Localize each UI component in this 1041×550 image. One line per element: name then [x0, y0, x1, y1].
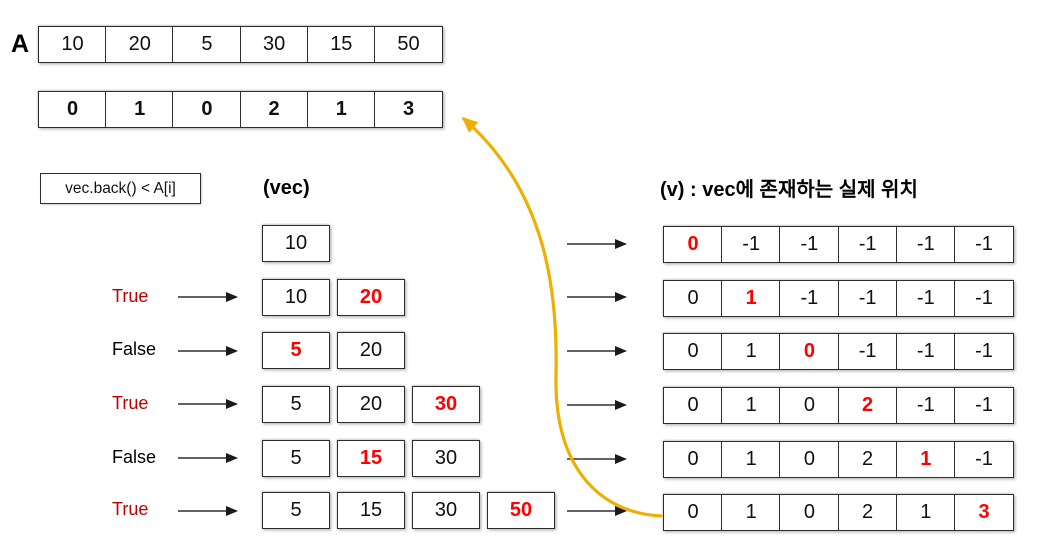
vec-cell: 10 [262, 279, 330, 316]
v-cell: -1 [895, 387, 956, 424]
v-cell: 1 [721, 441, 782, 478]
v-cell: 1 [895, 441, 956, 478]
v-cell: 0 [663, 333, 723, 370]
v-cell: -1 [837, 333, 898, 370]
v-cell: -1 [837, 226, 898, 263]
vec-state-row: 5 20 [262, 332, 405, 369]
vec-cell: 30 [412, 386, 480, 423]
index-cell: 0 [172, 91, 242, 128]
vec-cell: 5 [262, 386, 330, 423]
v-state-row: 0 1 0 2 1 3 [663, 494, 1015, 531]
v-cell: 0 [663, 280, 723, 317]
v-cell: 0 [779, 387, 840, 424]
condition-box: vec.back() < A[i] [40, 173, 201, 204]
condition-label: vec.back() < A[i] [65, 179, 176, 197]
v-cell: 0 [663, 226, 723, 263]
v-cell: 1 [721, 494, 782, 531]
vec-cell: 5 [262, 332, 330, 369]
vec-cell: 5 [262, 440, 330, 477]
v-cell: 2 [837, 494, 898, 531]
array-a-cell: 5 [172, 26, 242, 63]
index-cell: 1 [105, 91, 175, 128]
v-cell: 1 [721, 280, 782, 317]
v-cell: 1 [721, 387, 782, 424]
array-a-cell: 10 [38, 26, 107, 63]
array-a-label: A [11, 30, 30, 58]
array-a: 10 20 5 30 15 50 [38, 26, 444, 63]
v-cell: -1 [779, 280, 840, 317]
v-cell: 3 [954, 494, 1015, 531]
vec-state-row: 10 [262, 225, 330, 262]
v-cell: -1 [895, 226, 956, 263]
v-cell: 1 [895, 494, 956, 531]
vec-cell: 20 [337, 332, 405, 369]
vec-cell: 5 [262, 492, 330, 529]
vec-state-row: 5 15 30 50 [262, 492, 555, 529]
v-cell: -1 [954, 333, 1015, 370]
array-a-cell: 20 [105, 26, 175, 63]
v-cell: 2 [837, 441, 898, 478]
v-state-row: 0 1 0 2 -1 -1 [663, 387, 1015, 424]
v-cell: 0 [779, 333, 840, 370]
v-cell: -1 [837, 280, 898, 317]
curved-result-arrow-icon [461, 117, 663, 518]
condition-result-label: False [112, 447, 157, 467]
index-cell: 2 [239, 91, 309, 128]
v-cell: -1 [721, 226, 782, 263]
v-cell: -1 [954, 280, 1015, 317]
result-index-array: 0 1 0 2 1 3 [38, 91, 444, 128]
vec-state-row: 5 15 30 [262, 440, 480, 477]
v-cell: 0 [663, 387, 723, 424]
array-a-cell: 15 [306, 26, 376, 63]
vec-cell: 20 [337, 386, 405, 423]
v-state-row: 0 -1 -1 -1 -1 -1 [663, 226, 1015, 263]
condition-result-label: True [112, 499, 149, 519]
condition-result-label: False [112, 339, 157, 359]
condition-result-label: True [112, 286, 149, 306]
v-cell: 0 [779, 441, 840, 478]
v-header: (v) : vec에 존재하는 실제 위치 [660, 179, 918, 201]
v-state-row: 0 1 0 2 1 -1 [663, 441, 1015, 478]
vec-cell: 15 [337, 492, 405, 529]
v-cell: -1 [954, 226, 1015, 263]
vec-cell: 30 [412, 440, 480, 477]
v-state-row: 0 1 -1 -1 -1 -1 [663, 280, 1015, 317]
index-cell: 3 [374, 91, 444, 128]
v-cell: 0 [663, 441, 723, 478]
vec-cell: 30 [412, 492, 480, 529]
vec-state-row: 10 20 [262, 279, 405, 316]
v-cell: -1 [895, 280, 956, 317]
vec-cell: 10 [262, 225, 330, 262]
vec-header: (vec) [263, 177, 310, 199]
v-cell: 1 [721, 333, 782, 370]
v-cell: -1 [954, 441, 1015, 478]
v-cell: 0 [663, 494, 723, 531]
v-cell: -1 [779, 226, 840, 263]
index-cell: 1 [306, 91, 376, 128]
v-cell: -1 [954, 387, 1015, 424]
v-cell: -1 [895, 333, 956, 370]
array-a-cell: 50 [374, 26, 444, 63]
vec-state-row: 5 20 30 [262, 386, 480, 423]
condition-result-label: True [112, 393, 149, 413]
vec-cell: 15 [337, 440, 405, 477]
vec-cell: 50 [487, 492, 555, 529]
array-a-cell: 30 [239, 26, 309, 63]
v-state-row: 0 1 0 -1 -1 -1 [663, 333, 1015, 370]
v-cell: 2 [837, 387, 898, 424]
vec-cell: 20 [337, 279, 405, 316]
index-cell: 0 [38, 91, 107, 128]
v-cell: 0 [779, 494, 840, 531]
